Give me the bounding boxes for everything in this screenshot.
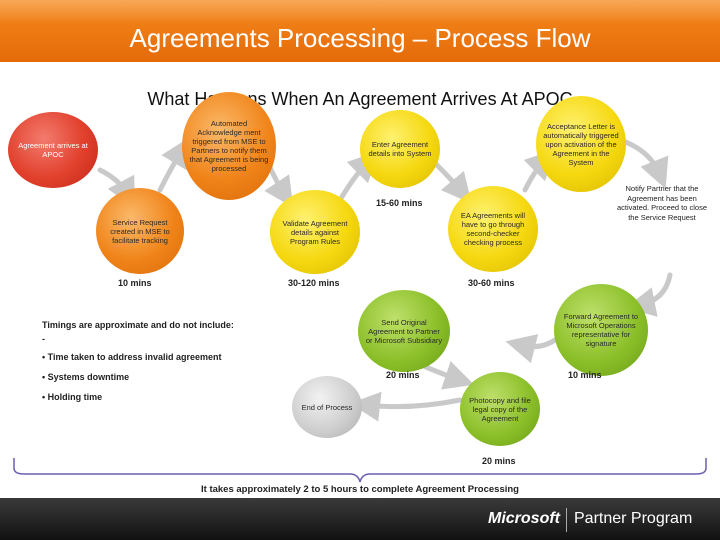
node-label: EA Agreements will have to go through se… xyxy=(460,211,526,247)
node-label: End of Process xyxy=(301,402,353,412)
arrow-2 xyxy=(157,137,190,193)
node-label: Agreement arrives at APOC xyxy=(18,141,88,159)
node-end-of-process: End of Process xyxy=(292,376,362,438)
footer-divider xyxy=(566,508,567,532)
node-label: Forward Agreement to Microsoft Operation… xyxy=(563,312,639,348)
timing-note-dash: - xyxy=(42,334,45,344)
node-acceptance-letter: Acceptance Letter is automatically trigg… xyxy=(536,96,626,192)
node-label: Photocopy and file legal copy of the Agr… xyxy=(469,395,531,423)
slide-title: Agreements Processing – Process Flow xyxy=(129,23,591,53)
microsoft-logo: Microsoft xyxy=(488,510,560,527)
node-enter-details: Enter Agreement details into System xyxy=(360,110,440,188)
node-label: Acceptance Letter is automatically trigg… xyxy=(543,121,619,167)
arrow-9 xyxy=(505,334,558,364)
footer-bar xyxy=(0,498,720,540)
node-send-original: Send Original Agreement to Partner or Mi… xyxy=(358,290,450,372)
time-label-photocopy: 20 mins xyxy=(482,456,516,466)
time-label-enter: 15-60 mins xyxy=(376,198,423,208)
title-bar-highlight xyxy=(0,0,720,24)
arrow-11 xyxy=(350,391,463,422)
node-forward-agreement: Forward Agreement to Microsoft Operation… xyxy=(554,284,648,376)
summary-brace xyxy=(13,458,707,483)
node-notify-partner: Notify Partner that the Agreement has be… xyxy=(616,184,708,222)
node-service-request: Service Request created in MSE to facili… xyxy=(96,188,184,274)
timing-note-item: • Systems downtime xyxy=(42,372,130,382)
time-label-validate: 30-120 mins xyxy=(288,278,340,288)
node-photocopy: Photocopy and file legal copy of the Agr… xyxy=(460,372,540,446)
node-agreement-arrives: Agreement arrives at APOC xyxy=(8,112,98,188)
timing-note-heading: Timings are approximate and do not inclu… xyxy=(42,320,234,330)
timing-note-item: • Time taken to address invalid agreemen… xyxy=(42,352,222,362)
node-acknowledge: Automated Acknowledge ment triggered fro… xyxy=(182,92,276,200)
time-label-send-original: 20 mins xyxy=(386,370,420,380)
node-label: Validate Agreement details against Progr… xyxy=(282,218,348,246)
arrow-8 xyxy=(625,272,673,317)
node-ea-check: EA Agreements will have to go through se… xyxy=(448,186,538,272)
time-label-service-request: 10 mins xyxy=(118,278,152,288)
total-time-summary: It takes approximately 2 to 5 hours to c… xyxy=(201,484,519,495)
timing-note-item: • Holding time xyxy=(42,392,103,402)
node-label: Enter Agreement details into System xyxy=(368,140,432,158)
node-validate: Validate Agreement details against Progr… xyxy=(270,190,360,274)
node-label: Send Original Agreement to Partner or Mi… xyxy=(365,317,443,345)
arrow-4 xyxy=(337,151,379,203)
time-label-forward: 10 mins xyxy=(568,370,602,380)
node-label: Service Request created in MSE to facili… xyxy=(110,217,170,245)
arrow-7 xyxy=(617,137,669,189)
partner-program-label: Partner Program xyxy=(574,510,693,527)
title-bar xyxy=(0,0,720,62)
node-label: Automated Acknowledge ment triggered fro… xyxy=(189,119,269,173)
time-label-ea-check: 30-60 mins xyxy=(468,278,515,288)
